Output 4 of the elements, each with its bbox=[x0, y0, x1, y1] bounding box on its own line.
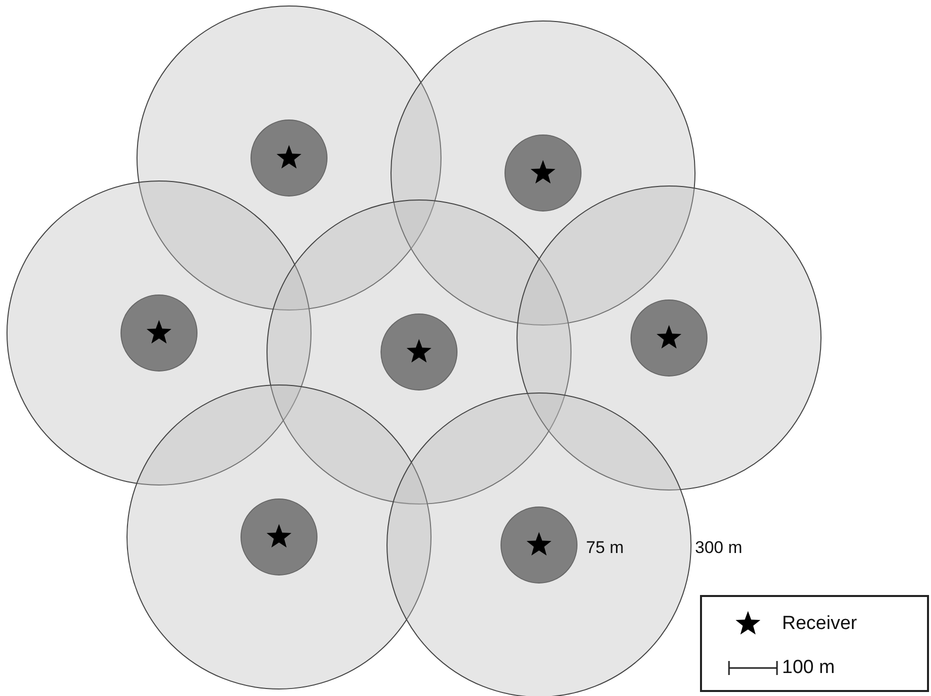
distance-label: 75 m bbox=[586, 538, 624, 558]
distance-label: 300 m bbox=[695, 538, 742, 558]
legend-label: Receiver bbox=[782, 612, 857, 636]
legend-label: 100 m bbox=[782, 656, 835, 680]
